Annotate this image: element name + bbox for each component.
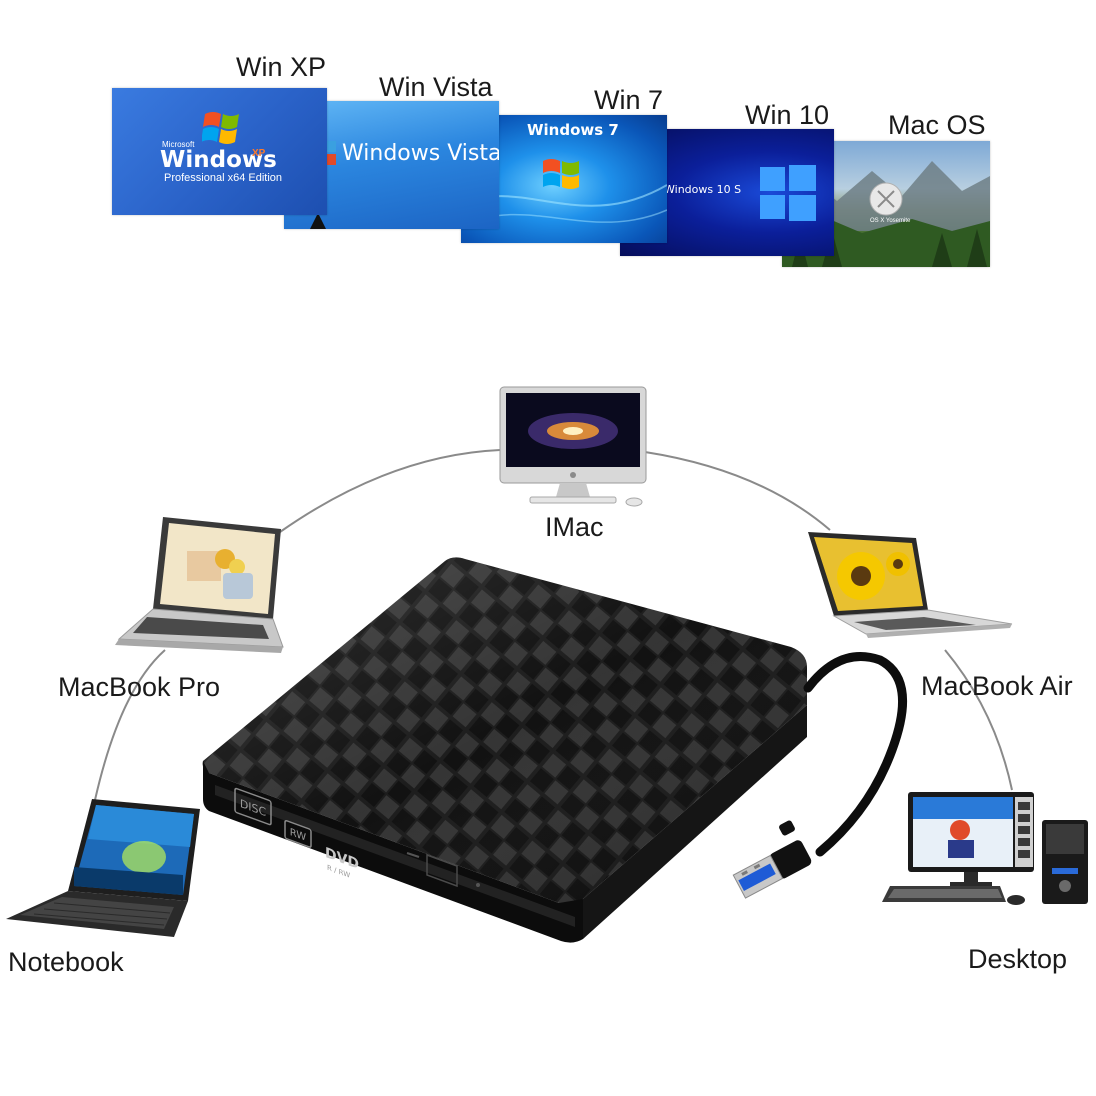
macbook-air-icon	[808, 532, 1013, 638]
device-label-notebook: Notebook	[8, 947, 124, 977]
os-label-win-vista: Win Vista	[379, 72, 493, 102]
xp-screenshot: Microsoft Windows XP Professional x64 Ed…	[112, 88, 327, 215]
macbook-pro-icon	[115, 517, 284, 653]
device-label-macbook-air: MacBook Air	[921, 671, 1073, 701]
windows-flag-icon	[543, 159, 579, 189]
device-label-imac: IMac	[545, 512, 604, 542]
xp-flag-icon	[202, 112, 239, 144]
win10-brand: Windows 10 S	[664, 183, 742, 196]
xp-brand: Windows	[160, 147, 277, 173]
mac-os-brand: OS X Yosemite	[870, 218, 911, 224]
notebook-icon	[6, 799, 200, 937]
win7-brand: Windows 7	[527, 121, 619, 139]
usb-cable	[732, 652, 907, 899]
xp-edition: Professional x64 Edition	[164, 172, 283, 184]
xp-brand-sup: XP	[252, 148, 266, 159]
os-label-win-xp: Win XP	[236, 52, 327, 82]
external-dvd-drive: DISC RW DVD R / RW	[202, 557, 808, 943]
desktop-icon	[882, 792, 1088, 905]
os-label-win-7: Win 7	[594, 85, 664, 115]
xp-brand-small: Microsoft	[162, 140, 195, 149]
os-label-win-10: Win 10	[745, 100, 830, 130]
imac-icon	[499, 386, 647, 507]
windows-logo-icon	[760, 165, 816, 221]
os-label-mac-os: Mac OS	[888, 110, 986, 140]
vista-brand: Windows Vista	[342, 141, 499, 166]
device-label-desktop: Desktop	[968, 944, 1068, 974]
device-label-macbook-pro: MacBook Pro	[58, 672, 221, 702]
eject-button[interactable]	[426, 853, 458, 888]
